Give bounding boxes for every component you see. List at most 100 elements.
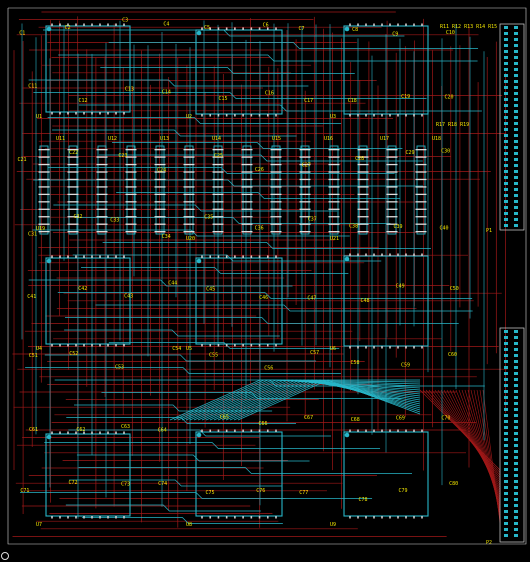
top-trace xyxy=(44,354,317,362)
pad xyxy=(59,431,61,434)
pad xyxy=(397,253,399,256)
capacitor-label: C61 xyxy=(29,427,38,433)
pad xyxy=(349,429,351,432)
pad xyxy=(299,231,311,233)
pad xyxy=(514,426,518,429)
pad xyxy=(217,429,220,432)
pad xyxy=(75,23,77,26)
pad xyxy=(504,188,508,191)
chip-label-u11: U11 xyxy=(56,136,65,142)
capacitor-label: C34 xyxy=(162,234,171,240)
pad xyxy=(504,110,508,113)
pad xyxy=(421,23,423,26)
pad xyxy=(504,462,508,465)
chip-label-u3: U3 xyxy=(330,114,336,120)
pad xyxy=(59,112,61,115)
pad xyxy=(299,149,311,151)
pad xyxy=(514,74,518,77)
pad xyxy=(299,178,311,181)
pad xyxy=(125,223,137,225)
pad xyxy=(415,231,427,233)
pad xyxy=(357,223,369,225)
pad xyxy=(212,163,224,166)
pad xyxy=(389,516,391,519)
capacitor-label: C2 xyxy=(65,25,71,31)
pad xyxy=(125,208,137,210)
pad xyxy=(75,516,77,519)
pad xyxy=(328,231,340,233)
pad xyxy=(514,438,518,441)
pad xyxy=(504,426,508,429)
chip-label-u18: U18 xyxy=(432,136,441,142)
pad xyxy=(504,44,508,47)
pad xyxy=(389,23,391,26)
pad xyxy=(504,92,508,95)
pad xyxy=(421,429,423,432)
top-trace xyxy=(225,379,421,421)
pad xyxy=(357,156,369,158)
pad xyxy=(373,346,375,349)
pad xyxy=(514,92,518,95)
pad xyxy=(201,516,203,519)
pad xyxy=(266,429,269,432)
pin1-marker xyxy=(46,434,52,440)
capacitor-label: C66 xyxy=(259,421,268,427)
pad xyxy=(504,522,508,525)
pad xyxy=(504,212,508,215)
pad xyxy=(209,344,212,347)
pad xyxy=(99,344,101,347)
pad xyxy=(386,171,398,173)
pad xyxy=(413,346,415,349)
pin1-marker xyxy=(196,432,202,438)
pad xyxy=(514,456,518,459)
pad xyxy=(514,50,518,53)
pad xyxy=(389,429,391,432)
dip-package-6 xyxy=(184,145,194,235)
pad xyxy=(504,360,508,363)
pad xyxy=(415,186,427,188)
pad xyxy=(349,23,351,26)
connector-label-p1: P1 xyxy=(486,228,492,234)
pad xyxy=(514,450,518,453)
pad xyxy=(123,431,125,434)
resistor-array-label: R11 R12 R13 R14 R15 xyxy=(440,24,497,30)
pad xyxy=(357,114,359,117)
top-trace xyxy=(189,379,421,421)
pad xyxy=(373,253,375,256)
pad xyxy=(504,38,508,41)
pad xyxy=(405,253,407,256)
pad xyxy=(504,56,508,59)
capacitor-label: C5 xyxy=(204,25,210,31)
chip-label-u15: U15 xyxy=(272,136,281,142)
pad xyxy=(504,492,508,495)
pad xyxy=(365,253,367,256)
pad xyxy=(59,23,61,26)
pad xyxy=(299,201,311,203)
pad xyxy=(514,146,518,149)
pad xyxy=(242,114,244,117)
capacitor-label: C58 xyxy=(351,360,360,366)
pad xyxy=(51,344,53,347)
pad xyxy=(225,429,228,432)
capacitor-label: C48 xyxy=(360,298,369,304)
dip-package-8 xyxy=(242,145,252,235)
pad xyxy=(504,480,508,483)
component-footprints xyxy=(38,23,525,543)
chip-label-u21: U21 xyxy=(330,236,339,242)
pad xyxy=(386,223,398,225)
pad xyxy=(67,344,69,347)
top-trace xyxy=(209,379,421,421)
pad xyxy=(212,186,224,188)
pad xyxy=(96,178,108,181)
capacitor-label: C45 xyxy=(206,287,215,293)
pad xyxy=(67,201,79,203)
pad xyxy=(413,429,415,432)
capacitor-label: C69 xyxy=(396,415,405,421)
capacitor-label: C55 xyxy=(209,352,218,358)
resistor-array-label-2: R17 R18 R19 xyxy=(436,122,469,128)
top-trace xyxy=(229,379,421,421)
pad xyxy=(83,112,85,115)
pad xyxy=(357,163,369,166)
pad xyxy=(75,344,77,347)
